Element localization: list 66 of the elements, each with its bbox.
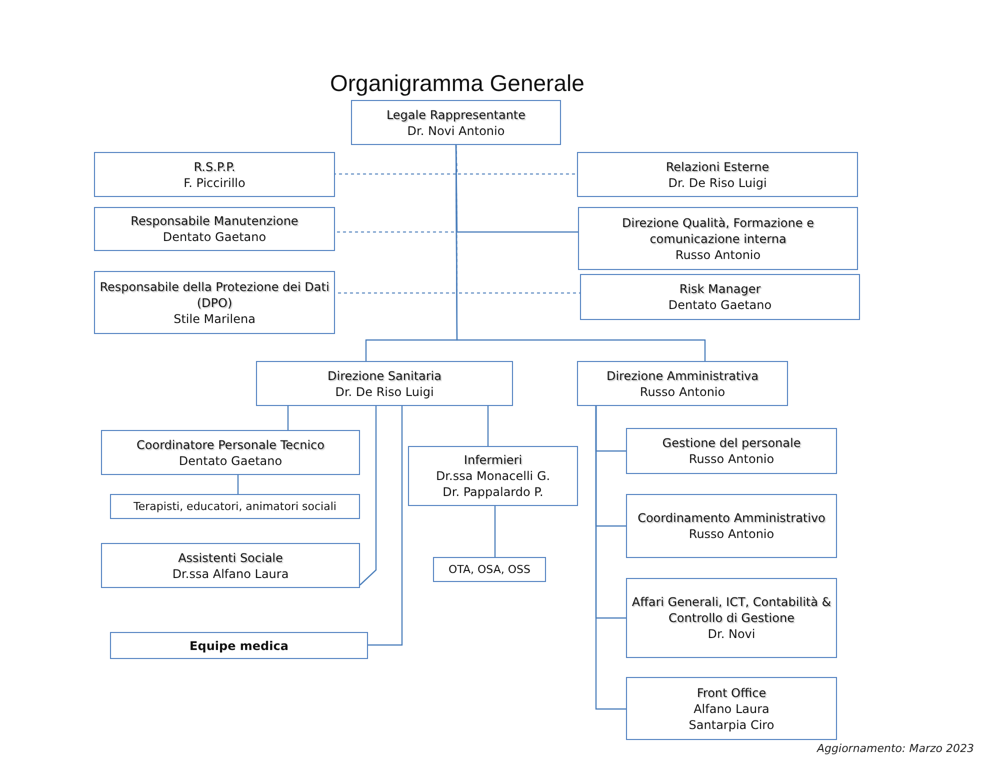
role-title: Coordinamento Amministrativo [638,510,826,526]
org-box [580,274,860,320]
person-name: Dr. Novi [708,626,756,642]
org-box [101,430,360,475]
org-box [101,543,360,588]
org-box [256,361,513,406]
person-name: Russo Antonio [688,451,774,467]
org-box [626,494,837,558]
role-title: Responsabile Manutenzione [130,213,298,229]
org-box [626,428,837,474]
unit-name: OTA, OSA, OSS [448,562,531,578]
connector-line [595,406,626,710]
org-box [351,100,561,145]
chart-title: Organigramma Generale [330,70,584,97]
role-title: Direzione Amministrativa [606,368,758,384]
org-box [94,152,335,197]
role-title: Responsabile della Protezione dei Dati (DPO) [99,278,330,310]
role-title: Direzione Sanitaria [328,368,442,384]
role-title: R.S.P.P. [194,158,236,174]
org-box [110,632,368,659]
person-name: Dr.ssa Alfano Laura [172,566,289,582]
role-title: Legale Rappresentante [386,106,526,122]
role-title: Relazioni Esterne [666,158,770,174]
role-title: Coordinatore Personale Tecnico [136,436,324,452]
connector-line [494,506,496,557]
unit-name: Terapisti, educatori, animatori sociali [134,498,336,514]
org-box [408,446,578,506]
connector-line [237,475,239,494]
person-name: Dentato Gaetano [162,229,266,245]
update-note: Aggiornamento: Marzo 2023 [817,742,974,755]
role-title: Infermieri [464,452,522,468]
org-box [94,271,335,334]
unit-name: Equipe medica [190,638,288,654]
org-box [433,557,546,582]
connector-line [360,406,377,586]
person-name: Alfano Laura [694,700,770,716]
org-box [577,152,858,197]
role-title: Risk Manager [679,281,761,297]
role-title: Assistenti Sociale [178,550,283,566]
person-name: Russo Antonio [640,384,726,400]
org-box [94,207,335,251]
connector-line [368,406,403,646]
person-name: F. Piccirillo [184,174,246,190]
person-name: Dr. Novi Antonio [407,122,505,138]
org-box [626,677,837,740]
person-name: Santarpia Ciro [688,716,774,732]
connector-line [455,145,706,361]
role-title: Gestione del personale [662,435,801,451]
org-box [110,494,360,519]
person-name: Russo Antonio [675,246,761,262]
org-box [578,207,858,270]
role-title: Affari Generali, ICT, Contabilità & Controllo di Gestione [631,594,832,626]
person-name: Russo Antonio [688,526,774,542]
person-name: Dr. Pappalardo P. [442,484,544,500]
role-title: Direzione Qualità, Formazione e comunicazione interna [621,214,815,246]
connector-line [287,406,289,430]
connector-line [487,406,489,446]
person-name: Dentato Gaetano [178,452,282,468]
person-name: Dentato Gaetano [668,297,772,313]
role-title: Front Office [696,684,766,700]
person-name: Dr. De Riso Luigi [335,384,434,400]
person-name: Dr.ssa Monacelli G. [436,468,550,484]
org-box [577,361,788,406]
person-name: Stile Marilena [174,310,256,326]
org-box [626,578,837,658]
person-name: Dr. De Riso Luigi [668,174,767,190]
